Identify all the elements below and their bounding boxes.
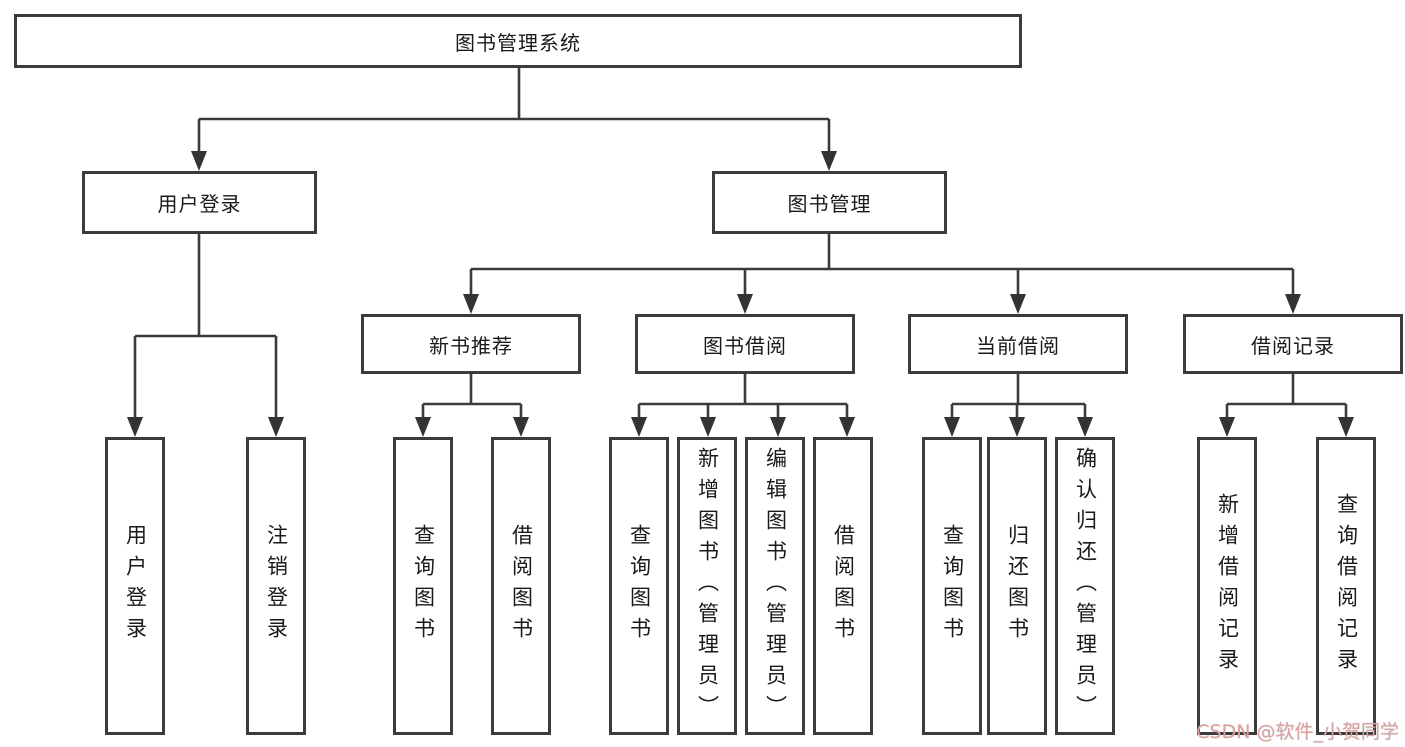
leaf-query-borrow-record: 查询借阅记录 xyxy=(1316,437,1376,735)
leaf-label: 查询图书 xyxy=(411,524,436,648)
leaf-label: 借阅图书 xyxy=(831,524,856,648)
node-book-borrowing: 图书借阅 xyxy=(635,314,855,374)
node-label: 借阅记录 xyxy=(1251,333,1335,358)
leaf-return-books: 归还图书 xyxy=(987,437,1047,735)
node-label: 新书推荐 xyxy=(429,333,513,358)
node-root-system: 图书管理系统 xyxy=(14,14,1022,68)
node-label: 当前借阅 xyxy=(976,333,1060,358)
node-book-management: 图书管理 xyxy=(712,171,947,234)
leaf-label: 借阅图书 xyxy=(509,524,534,648)
node-label: 用户登录 xyxy=(157,192,242,216)
csdn-watermark: CSDN @软件_小贺同学 xyxy=(1196,721,1399,743)
leaf-borrow-books: 借阅图书 xyxy=(813,437,873,735)
leaf-query-books-borrowing: 查询图书 xyxy=(609,437,669,735)
leaf-logout-login: 注销登录 xyxy=(246,437,306,735)
leaf-label: 查询图书 xyxy=(627,524,652,648)
leaf-label: 查询图书 xyxy=(940,524,965,648)
leaf-label: 编辑图书（管理员） xyxy=(763,446,788,726)
leaf-label: 查询借阅记录 xyxy=(1334,493,1359,679)
leaf-borrow-books-recommend: 借阅图书 xyxy=(491,437,551,735)
node-current-borrowing: 当前借阅 xyxy=(908,314,1128,374)
leaf-confirm-return-admin: 确认归还（管理员） xyxy=(1055,437,1115,735)
leaf-add-books-admin: 新增图书（管理员） xyxy=(677,437,737,735)
leaf-edit-books-admin: 编辑图书（管理员） xyxy=(745,437,805,735)
leaf-query-books-current: 查询图书 xyxy=(922,437,982,735)
node-label: 图书管理 xyxy=(787,192,872,216)
node-label: 图书借阅 xyxy=(703,333,787,358)
leaf-label: 用户登录 xyxy=(123,524,148,648)
node-new-book-recommend: 新书推荐 xyxy=(361,314,581,374)
leaf-query-books-recommend: 查询图书 xyxy=(393,437,453,735)
leaf-label: 确认归还（管理员） xyxy=(1073,446,1098,726)
node-label: 图书管理系统 xyxy=(455,30,581,55)
node-user-login: 用户登录 xyxy=(82,171,317,234)
leaf-label: 注销登录 xyxy=(264,524,289,648)
leaf-user-login: 用户登录 xyxy=(105,437,165,735)
leaf-label: 归还图书 xyxy=(1005,524,1030,648)
leaf-add-borrow-record: 新增借阅记录 xyxy=(1197,437,1257,735)
leaf-label: 新增借阅记录 xyxy=(1215,493,1240,679)
node-borrowing-records: 借阅记录 xyxy=(1183,314,1403,374)
leaf-label: 新增图书（管理员） xyxy=(695,446,720,726)
